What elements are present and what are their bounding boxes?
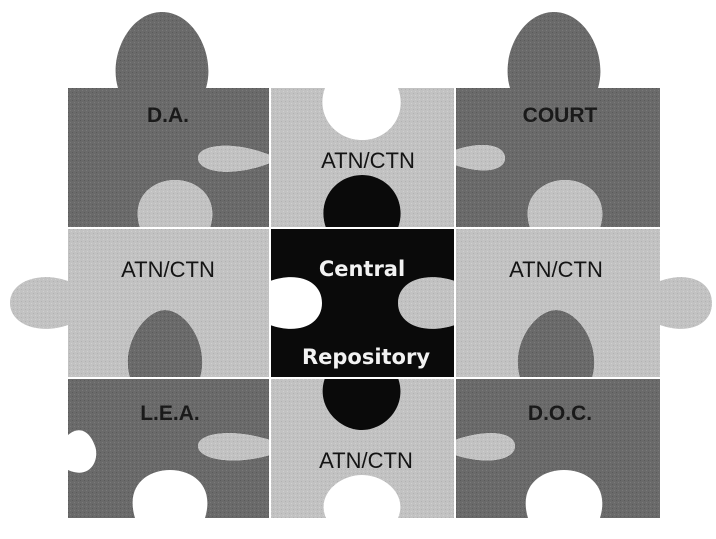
label-atn-ctn-left: ATN/CTN [121, 257, 215, 282]
label-lea: L.E.A. [140, 402, 200, 425]
piece-top-left [68, 12, 270, 228]
piece-top-middle [198, 88, 505, 228]
label-repository: Repository [302, 345, 430, 369]
piece-bottom-right [455, 310, 660, 518]
label-central: Central [319, 257, 405, 281]
piece-bottom-middle [198, 378, 515, 518]
label-atn-ctn-top: ATN/CTN [321, 148, 415, 173]
label-court: COURT [523, 104, 598, 127]
piece-right-middle [398, 180, 712, 378]
piece-left-middle [10, 180, 270, 378]
piece-seams [68, 88, 660, 518]
label-atn-ctn-right: ATN/CTN [509, 257, 603, 282]
label-doc: D.O.C. [528, 402, 592, 425]
piece-bottom-left [68, 310, 270, 518]
piece-top-right [455, 12, 660, 228]
piece-center [270, 175, 455, 430]
label-atn-ctn-bottom: ATN/CTN [319, 448, 413, 473]
label-da: D.A. [147, 104, 189, 127]
